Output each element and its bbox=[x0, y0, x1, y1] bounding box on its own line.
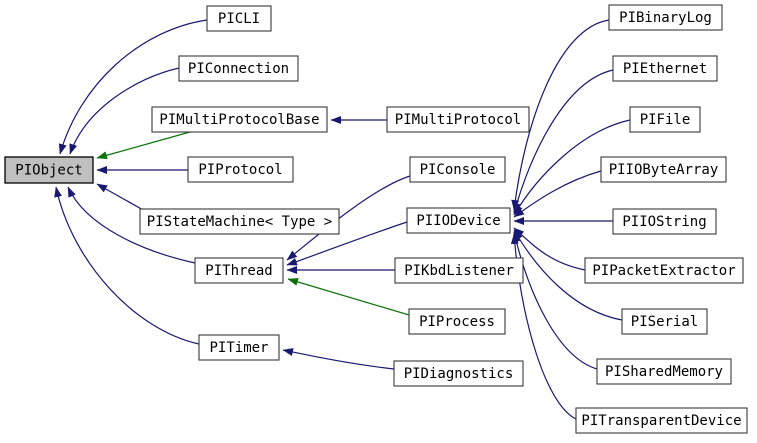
inheritance-edge-PIBinaryLog-to-PIIODevice bbox=[511, 19, 610, 211]
class-node-box[interactable] bbox=[621, 308, 708, 335]
class-node-box[interactable] bbox=[187, 156, 294, 183]
class-node-PIIODevice[interactable]: PIIODevice bbox=[406, 207, 511, 234]
class-node-label: PIStateMachine< Type > bbox=[147, 214, 332, 230]
nodes-layer: PIObject PICLI PIConnectionPIMultiProtocol… bbox=[4, 4, 748, 434]
class-node-PIIOByteArray[interactable]: PIIOByteArray bbox=[600, 156, 727, 183]
class-node-label: PICLI bbox=[218, 11, 260, 27]
class-node-label: PITransparentDevice bbox=[581, 413, 741, 429]
class-node-PIIOString[interactable]: PIIOString bbox=[612, 208, 717, 235]
class-node-label: PIMultiProtocolBase bbox=[159, 112, 319, 128]
class-node-PIConnection[interactable]: PIConnection bbox=[178, 55, 299, 82]
class-node-PIStateMachine[interactable]: PIStateMachine< Type > bbox=[139, 208, 340, 235]
class-node-box[interactable] bbox=[4, 156, 94, 184]
class-node-box[interactable] bbox=[584, 257, 744, 284]
class-node-label: PISerial bbox=[631, 314, 698, 330]
class-node-box[interactable] bbox=[629, 106, 701, 133]
class-node-PISharedMemory[interactable]: PISharedMemory bbox=[596, 358, 732, 385]
inheritance-edge-PIConnection-to-PIObject bbox=[69, 67, 180, 155]
class-node-box[interactable] bbox=[575, 407, 748, 434]
class-node-box[interactable] bbox=[386, 106, 530, 133]
class-node-label: PIIOByteArray bbox=[609, 162, 719, 178]
class-node-box[interactable] bbox=[139, 208, 340, 235]
class-node-PIProtocol[interactable]: PIProtocol bbox=[187, 156, 294, 183]
class-node-label: PIMultiProtocol bbox=[395, 112, 521, 128]
class-node-PIKbdListener[interactable]: PIKbdListener bbox=[394, 257, 524, 284]
class-node-box[interactable] bbox=[393, 360, 524, 387]
class-node-label: PIIODevice bbox=[416, 213, 500, 229]
inheritance-edge-PITimer-to-PIObject bbox=[54, 186, 200, 345]
class-node-box[interactable] bbox=[596, 358, 732, 385]
inheritance-edge-PIEthernet-to-PIIODevice bbox=[512, 69, 614, 214]
class-node-box[interactable] bbox=[198, 334, 280, 361]
class-node-PIThread[interactable]: PIThread bbox=[194, 257, 284, 284]
class-node-label: PIProtocol bbox=[198, 162, 282, 178]
inheritance-edge-PICLI-to-PIObject bbox=[58, 19, 208, 155]
class-node-PITimer[interactable]: PITimer bbox=[198, 334, 280, 361]
class-node-box[interactable] bbox=[406, 207, 511, 234]
inheritance-edge-PIStateMachine-to-PIObject bbox=[96, 183, 146, 212]
class-node-PICLI[interactable]: PICLI bbox=[206, 5, 272, 32]
inheritance-edge-PISerial-to-PIIODevice bbox=[513, 229, 623, 321]
class-node-box[interactable] bbox=[600, 156, 727, 183]
class-node-PIPacketExtractor[interactable]: PIPacketExtractor bbox=[584, 257, 744, 284]
class-node-label: PIPacketExtractor bbox=[592, 263, 735, 279]
class-node-PIObject[interactable]: PIObject bbox=[4, 156, 94, 184]
class-node-PITransparentDevice[interactable]: PITransparentDevice bbox=[575, 407, 748, 434]
class-node-PIEthernet[interactable]: PIEthernet bbox=[612, 55, 718, 82]
class-node-PIFile[interactable]: PIFile bbox=[629, 106, 701, 133]
class-node-label: PIBinaryLog bbox=[619, 10, 712, 26]
class-node-box[interactable] bbox=[612, 208, 717, 235]
class-node-label: PIThread bbox=[205, 263, 272, 279]
class-node-label: PIObject bbox=[15, 163, 82, 179]
class-node-box[interactable] bbox=[408, 308, 506, 335]
class-node-label: PIDiagnostics bbox=[404, 366, 514, 382]
class-node-label: PIFile bbox=[640, 112, 691, 128]
class-node-box[interactable] bbox=[409, 156, 506, 183]
inheritance-edge-PIFile-to-PIIODevice bbox=[513, 119, 631, 216]
inheritance-edge-PIIOByteArray-to-PIIODevice bbox=[513, 170, 602, 218]
class-node-label: PIConsole bbox=[420, 162, 496, 178]
inheritance-edge-PIProcess-to-PIThread bbox=[287, 278, 410, 316]
inheritance-edge-PISharedMemory-to-PIIODevice bbox=[512, 231, 598, 370]
inheritance-edge-PIThread-to-PIObject bbox=[67, 186, 196, 264]
class-node-PIMultiProtocolBase[interactable]: PIMultiProtocolBase bbox=[151, 106, 328, 133]
class-node-PIMultiProtocol[interactable]: PIMultiProtocol bbox=[386, 106, 530, 133]
class-node-box[interactable] bbox=[194, 257, 284, 284]
class-node-label: PITimer bbox=[209, 340, 268, 356]
inheritance-edge-PIMultiProtocolBase-to-PIObject bbox=[96, 131, 191, 160]
class-node-box[interactable] bbox=[608, 4, 723, 31]
class-node-box[interactable] bbox=[151, 106, 328, 133]
class-node-label: PISharedMemory bbox=[605, 364, 723, 380]
class-node-PISerial[interactable]: PISerial bbox=[621, 308, 708, 335]
inheritance-edge-PIPacketExtractor-to-PIIODevice bbox=[513, 227, 586, 271]
class-node-box[interactable] bbox=[394, 257, 524, 284]
class-node-PIBinaryLog[interactable]: PIBinaryLog bbox=[608, 4, 723, 31]
inheritance-edge-PIConsole-to-PIThread bbox=[286, 175, 411, 261]
inheritance-edge-PIIODevice-to-PIThread bbox=[286, 221, 408, 266]
class-node-box[interactable] bbox=[206, 5, 272, 32]
class-node-box[interactable] bbox=[612, 55, 718, 82]
class-node-label: PIConnection bbox=[188, 61, 289, 77]
class-node-label: PIEthernet bbox=[623, 61, 707, 77]
class-node-label: PIProcess bbox=[419, 314, 495, 330]
class-node-PIDiagnostics[interactable]: PIDiagnostics bbox=[393, 360, 524, 387]
class-node-PIProcess[interactable]: PIProcess bbox=[408, 308, 506, 335]
class-node-PIConsole[interactable]: PIConsole bbox=[409, 156, 506, 183]
inheritance-edge-PIDiagnostics-to-PITimer bbox=[282, 348, 395, 370]
class-node-box[interactable] bbox=[178, 55, 299, 82]
class-node-label: PIKbdListener bbox=[404, 263, 514, 279]
class-node-label: PIIOString bbox=[622, 214, 706, 230]
